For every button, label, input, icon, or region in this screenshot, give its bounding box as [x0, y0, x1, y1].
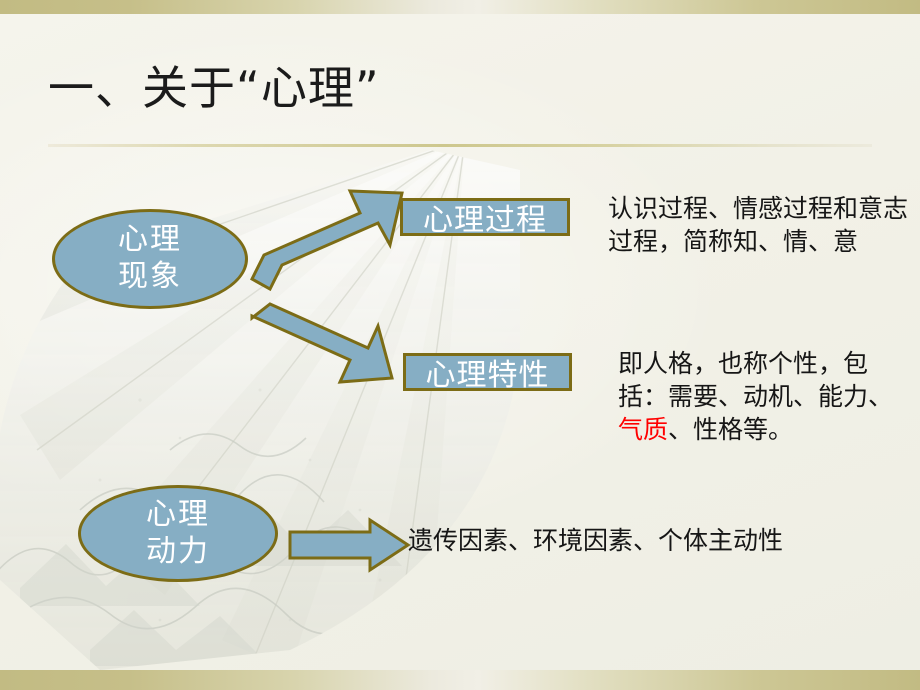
node-psychological-process[interactable]: 心理过程 — [400, 198, 570, 238]
description-psychological-dynamics: 遗传因素、环境因素、个体主动性 — [408, 526, 784, 555]
page-title: 一、关于“心理” — [48, 61, 380, 115]
arrow-up-right-icon — [250, 183, 410, 303]
node-psychological-phenomenon[interactable]: 心理 现象 — [52, 209, 248, 309]
node-label: 心理过程 — [423, 203, 547, 238]
arrow-down-right-icon — [250, 300, 410, 420]
node-label-line1: 心理 — [118, 222, 182, 258]
bottom-gold-band — [0, 670, 920, 690]
node-label-line2: 现象 — [118, 259, 182, 294]
description-psychological-trait: 即人格，也称个性，包括：需要、动机、能力、气质、性格等。 — [618, 347, 914, 446]
description-highlight-qizhi: 气质 — [618, 415, 669, 444]
node-label-line2: 动力 — [146, 533, 210, 569]
node-label-line1: 心理 — [146, 496, 210, 532]
title-divider — [48, 144, 872, 147]
description-text-part1: 即人格，也称个性，包括：需要、动机、能力、 — [618, 349, 894, 411]
node-psychological-trait[interactable]: 心理特性 — [403, 353, 572, 393]
description-text-part2: 、性格等。 — [668, 415, 794, 444]
node-psychological-dynamics[interactable]: 心理 动力 — [78, 485, 278, 582]
node-label: 心理特性 — [425, 358, 550, 393]
arrow-right-icon — [288, 517, 412, 574]
description-psychological-process: 认识过程、情感过程和意志过程，简称知、情、意 — [608, 194, 909, 256]
top-gold-band — [0, 0, 920, 14]
